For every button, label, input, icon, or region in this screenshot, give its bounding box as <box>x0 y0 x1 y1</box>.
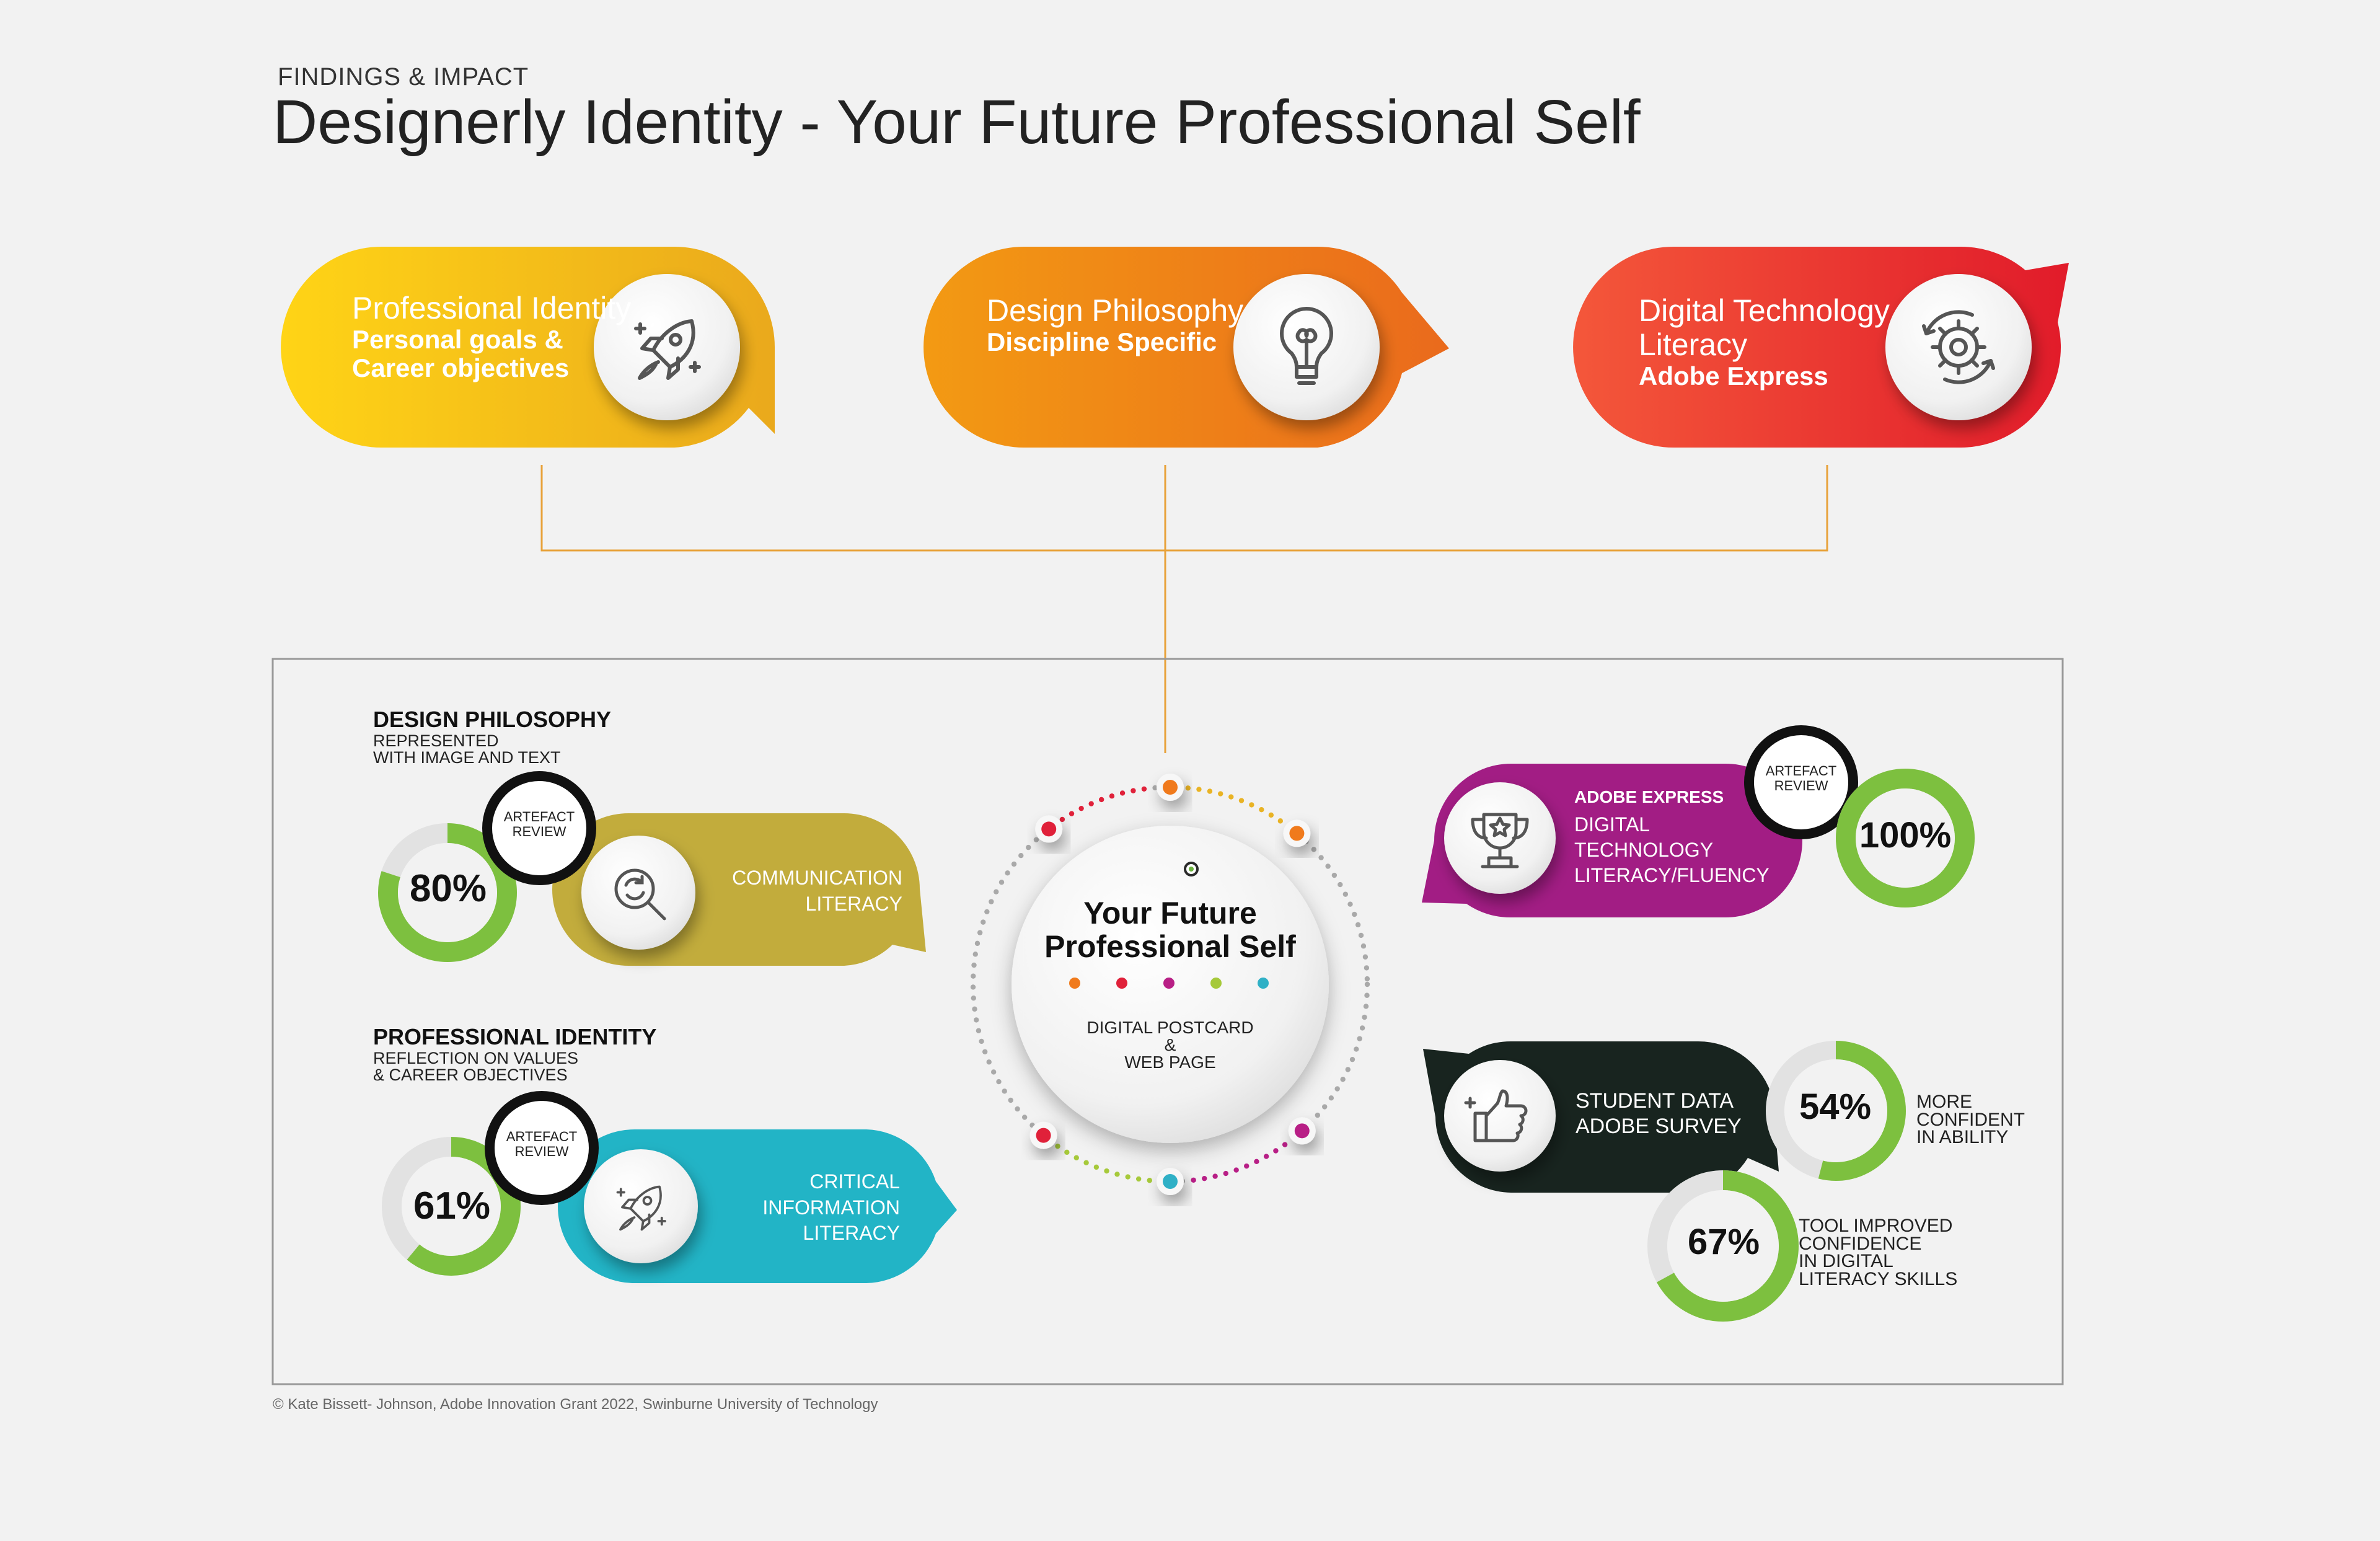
lightbulb-icon <box>1280 307 1333 385</box>
ring-progress-arc <box>1647 1170 1799 1322</box>
professional-identity-sub: REFLECTION ON VALUES & CAREER OBJECTIVES <box>373 1049 579 1084</box>
pill-title: Design Philosophy <box>987 293 1244 328</box>
color-dot <box>1069 978 1080 989</box>
pill-line-1: Personal goals & <box>352 325 563 354</box>
ring-professional-percent <box>382 1137 521 1276</box>
rocket-icon-button <box>594 274 740 420</box>
search-refresh-icon <box>614 868 666 921</box>
adobe-express-heading: ADOBE EXPRESS <box>1574 787 1724 806</box>
trophy-icon <box>1471 813 1529 868</box>
center-color-dots <box>1069 978 1269 989</box>
ring-progress-arc <box>378 823 517 962</box>
pill-title: Professional Identity <box>352 291 632 325</box>
pill-critical-information-literacy <box>558 1129 957 1283</box>
percent-80: 80% <box>409 867 487 910</box>
artefact-review-label: ARTEFACT REVIEW <box>503 809 575 840</box>
gear-icon <box>1922 310 1995 384</box>
pill-digital-technology <box>1573 247 2069 448</box>
rocket-icon <box>634 319 701 380</box>
center-dotted-ring <box>970 774 1370 1195</box>
copyright-footer: © Kate Bissett- Johnson, Adobe Innovatio… <box>273 1396 878 1413</box>
pill-title: Digital Technology <box>1639 293 1890 328</box>
percent-54: 54% <box>1799 1087 1872 1127</box>
artefact-badge-professional <box>485 1091 599 1205</box>
center-title: Your Future Professional Self <box>1044 896 1296 964</box>
pill-communication-literacy <box>552 813 926 966</box>
design-philosophy-heading: DESIGN PHILOSOPHY <box>373 707 612 732</box>
critical-information-literacy-label: CRITICAL INFORMATION LITERACY <box>762 1170 900 1245</box>
ring-adobe-percent <box>1836 769 1975 907</box>
page-title: Designerly Identity - Your Future Profes… <box>273 87 1641 157</box>
adobe-express-label: DIGITAL TECHNOLOGY LITERACY/FLUENCY <box>1574 813 1770 886</box>
artefact-badge-adobe <box>1744 725 1858 839</box>
artefact-review-label: ARTEFACT REVIEW <box>1765 763 1837 794</box>
ring-progress-arc <box>1836 769 1975 907</box>
gear-icon-button <box>1885 274 2032 420</box>
pill-line-2: Career objectives <box>352 353 570 383</box>
communication-literacy-label: COMMUNICATION LITERACY <box>732 867 902 915</box>
pill-text-design-philosophy: Design Philosophy Discipline Specific <box>987 294 1243 356</box>
ring-survey-67 <box>1647 1170 1799 1322</box>
artefact-review-label: ARTEFACT REVIEW <box>506 1129 578 1160</box>
color-dot <box>1258 978 1269 989</box>
pill-professional-identity <box>281 247 775 448</box>
color-dot <box>1116 978 1127 989</box>
content-frame <box>271 658 2064 1385</box>
color-dot <box>1210 978 1222 989</box>
pill-line-1: Adobe Express <box>1639 361 1828 391</box>
connector-lines <box>540 465 1828 753</box>
rocket-icon <box>616 1185 666 1231</box>
section-kicker: FINDINGS & IMPACT <box>278 63 529 91</box>
design-philosophy-sub: REPRESENTED WITH IMAGE AND TEXT <box>373 731 561 767</box>
center-subtitle: DIGITAL POSTCARD & WEB PAGE <box>1086 1018 1254 1072</box>
pill-text-professional-identity: Professional Identity Personal goals & C… <box>352 291 631 382</box>
artefact-badge-design <box>482 771 596 885</box>
stat-54-description: MORE CONFIDENT IN ABILITY <box>1916 1092 2025 1147</box>
ring-progress-arc <box>382 1137 521 1276</box>
pill-line-1: Discipline Specific <box>987 327 1217 356</box>
pill-title-2: Literacy <box>1639 327 1748 362</box>
percent-61: 61% <box>413 1185 491 1227</box>
percent-67: 67% <box>1687 1222 1760 1262</box>
ring-progress-arc <box>1766 1041 1906 1181</box>
thumbs-up-icon <box>1464 1089 1528 1142</box>
ring-design-percent <box>378 823 517 962</box>
color-dot <box>1163 978 1175 989</box>
stat-67-description: TOOL IMPROVED CONFIDENCE IN DIGITAL LITE… <box>1799 1216 1958 1289</box>
ring-survey-54 <box>1766 1041 1906 1181</box>
pill-student-survey <box>1423 1041 1779 1193</box>
professional-identity-heading: PROFESSIONAL IDENTITY <box>373 1024 657 1049</box>
pill-adobe-express <box>1422 764 1802 918</box>
pill-text-digital-technology: Digital Technology Literacy Adobe Expres… <box>1639 294 1890 391</box>
percent-100: 100% <box>1859 815 1952 855</box>
student-survey-label: STUDENT DATA ADOBE SURVEY <box>1576 1089 1742 1138</box>
